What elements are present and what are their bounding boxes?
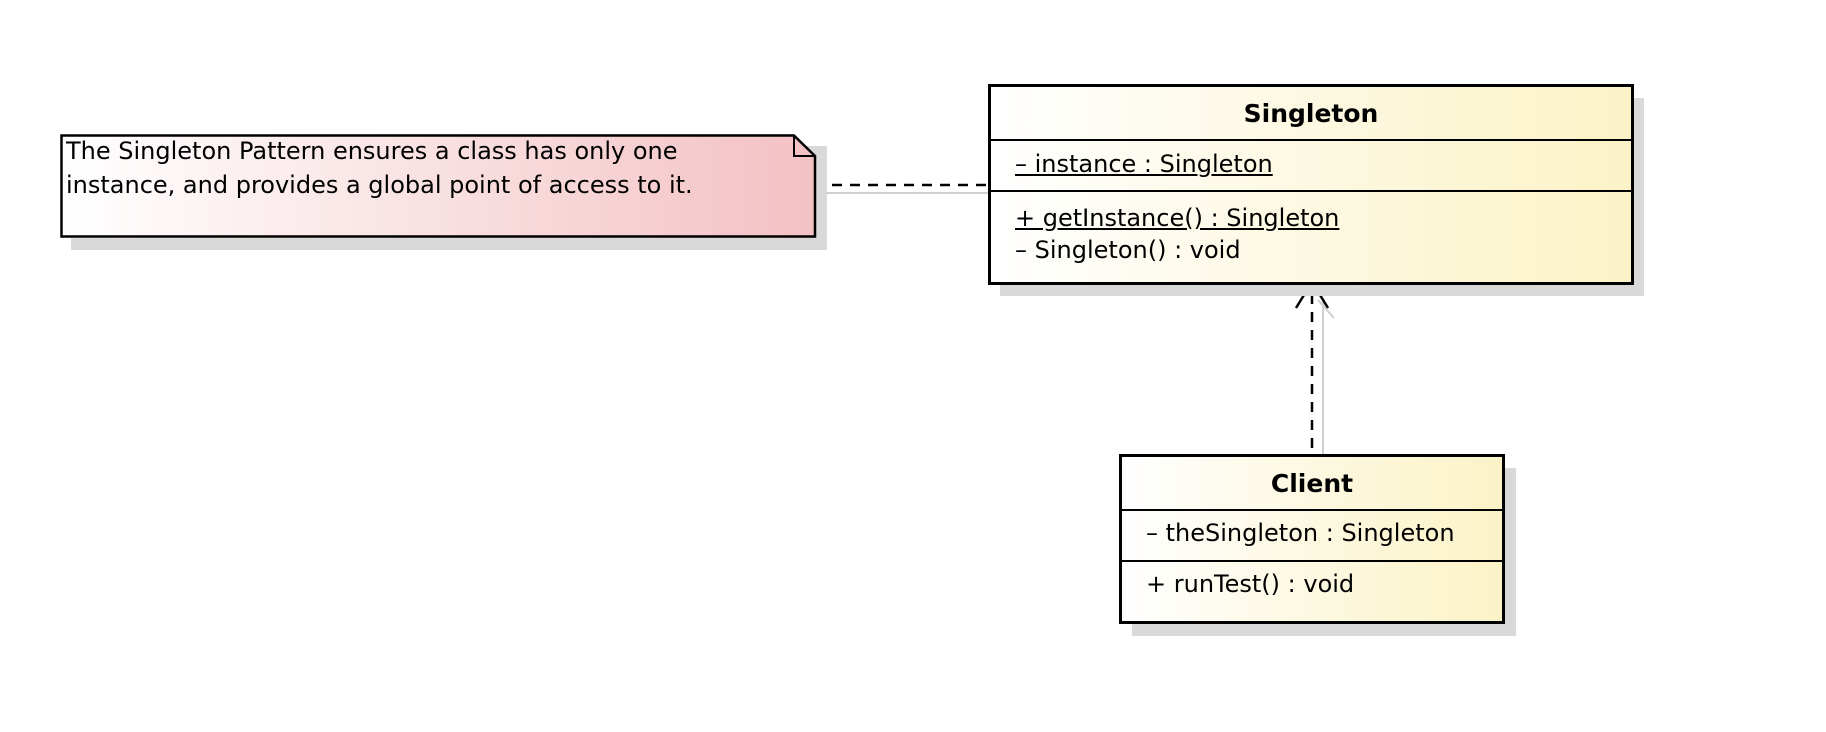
singleton-class-name: Singleton [991,87,1631,141]
dependency-connector [1294,279,1335,470]
note-line-2: instance, and provides a global point of… [66,171,693,199]
singleton-attr-instance: – instance : Singleton [1015,150,1273,178]
singleton-attributes: – instance : Singleton [991,141,1631,192]
singleton-class-box[interactable]: Singleton – instance : Singleton + getIn… [988,84,1634,285]
client-attr-thesingleton: – theSingleton : Singleton [1146,519,1455,547]
client-attributes: – theSingleton : Singleton [1122,511,1502,562]
note-anchor-connector [814,183,990,194]
client-operations: + runTest() : void [1122,562,1502,598]
client-op-runtest: + runTest() : void [1146,570,1355,598]
client-class-box[interactable]: Client – theSingleton : Singleton + runT… [1119,454,1505,624]
comment-note[interactable]: The Singleton Pattern ensures a class ha… [60,134,816,238]
singleton-op-constructor: – Singleton() : void [1015,236,1241,264]
note-line-1: The Singleton Pattern ensures a class ha… [66,137,678,165]
client-class-name: Client [1122,457,1502,511]
singleton-operations: + getInstance() : Singleton – Singleton(… [991,192,1631,266]
singleton-op-getinstance: + getInstance() : Singleton [1015,204,1340,232]
